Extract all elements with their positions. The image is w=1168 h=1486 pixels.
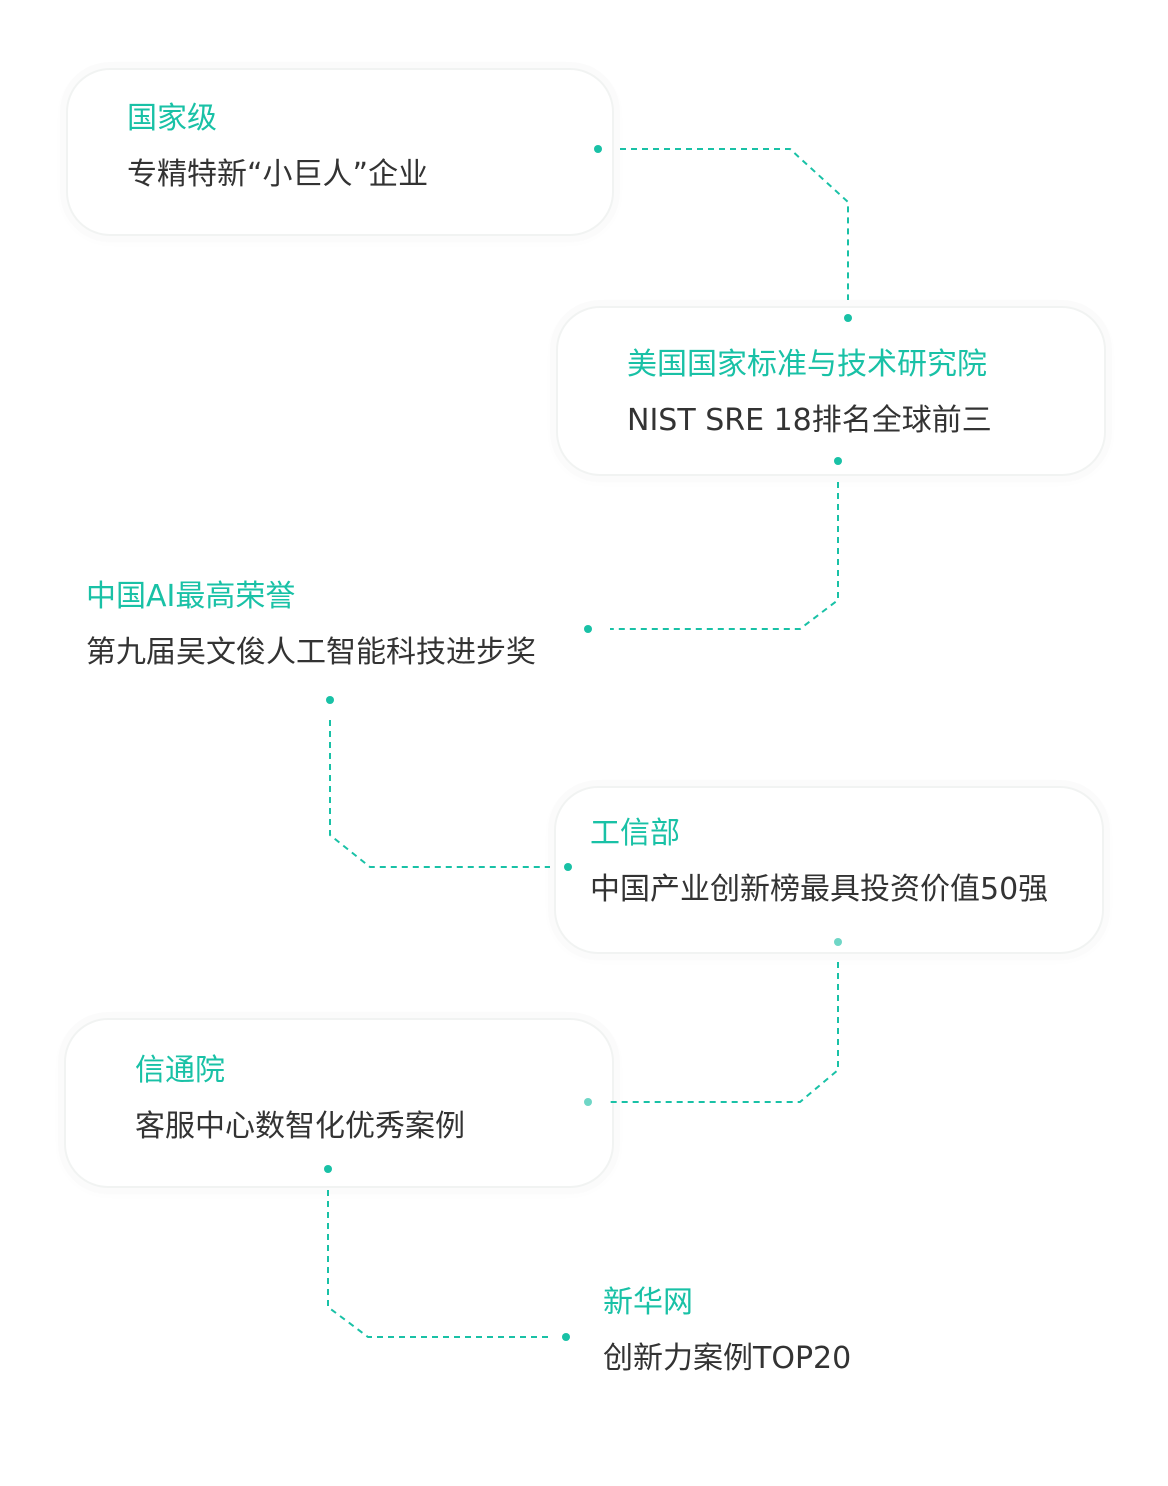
connector-5-6	[327, 1190, 548, 1338]
connector-dot	[834, 938, 842, 946]
award-3: 中国AI最高荣誉 第九届吴文俊人工智能科技进步奖	[86, 577, 536, 673]
award-title: 客服中心数智化优秀案例	[135, 1109, 465, 1144]
award-6: 新华网 创新力案例TOP20	[603, 1283, 851, 1379]
award-org: 信通院	[135, 1053, 225, 1088]
connector-dot	[324, 1165, 332, 1173]
award-card-2	[556, 306, 1106, 476]
award-2: 美国国家标准与技术研究院 NIST SRE 18排名全球前三	[627, 345, 992, 441]
connector-dot	[326, 696, 334, 704]
award-card-1	[66, 68, 614, 236]
award-title: 创新力案例TOP20	[603, 1341, 852, 1376]
connector-dot	[584, 625, 592, 633]
award-card-4	[554, 786, 1104, 954]
connector-1-2	[620, 148, 849, 300]
connector-dot	[584, 1098, 592, 1106]
award-5: 信通院 客服中心数智化优秀案例	[135, 1051, 465, 1147]
connector-3-4	[329, 720, 550, 868]
award-4: 工信部 中国产业创新榜最具投资价值50强	[590, 814, 1048, 910]
award-title: NIST SRE 18排名全球前三	[627, 403, 992, 438]
award-1: 国家级 专精特新“小巨人”企业	[127, 99, 428, 195]
award-title: 专精特新“小巨人”企业	[127, 157, 429, 192]
award-org: 中国AI最高荣誉	[86, 579, 296, 614]
award-org: 工信部	[590, 816, 680, 851]
award-org: 美国国家标准与技术研究院	[627, 347, 987, 382]
connector-dot	[562, 1333, 570, 1341]
award-title: 第九届吴文俊人工智能科技进步奖	[86, 635, 536, 670]
award-org: 新华网	[603, 1285, 693, 1320]
award-card-5	[64, 1018, 614, 1188]
award-org: 国家级	[127, 101, 217, 136]
connector-dot	[844, 314, 852, 322]
connector-4-5	[610, 962, 839, 1103]
award-title: 中国产业创新榜最具投资价值50强	[590, 872, 1049, 907]
connector-2-3	[610, 482, 839, 630]
connector-dot	[594, 145, 602, 153]
connector-dot	[834, 457, 842, 465]
connector-dot	[564, 863, 572, 871]
